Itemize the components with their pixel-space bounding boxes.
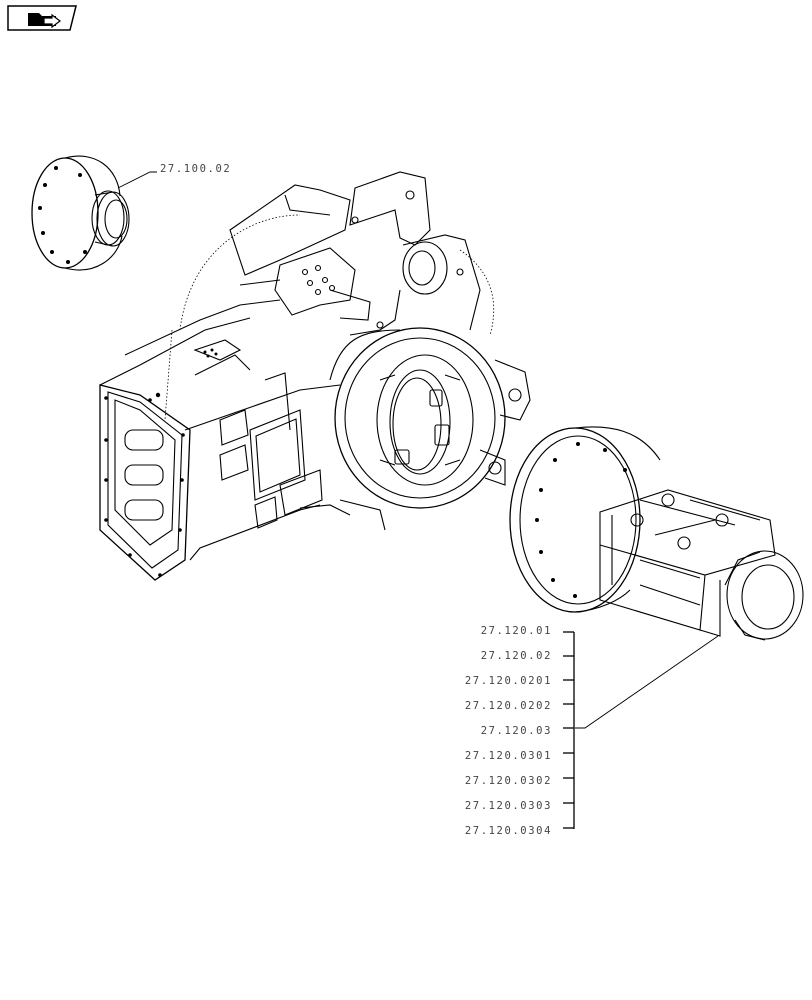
callout-27-100-02[interactable]: 27.100.02 — [160, 163, 232, 175]
callout-item[interactable]: 27.120.03 — [480, 725, 552, 737]
callout-item[interactable]: 27.120.0302 — [464, 775, 552, 787]
callout-item[interactable]: 27.120.0303 — [464, 800, 552, 812]
callout-item[interactable]: 27.120.0202 — [464, 700, 552, 712]
main-housing[interactable] — [99, 171, 531, 581]
callout-item[interactable]: 27.120.02 — [480, 650, 552, 662]
callout-item[interactable]: 27.120.01 — [480, 625, 552, 637]
callout-list: 27.120.01 27.120.02 27.120.0201 27.120.0… — [432, 619, 552, 844]
flange-part[interactable] — [31, 155, 157, 271]
callout-item[interactable]: 27.120.0201 — [464, 675, 552, 687]
callout-bracket — [563, 631, 575, 829]
bearing-housing-part[interactable] — [509, 426, 804, 729]
callout-item[interactable]: 27.120.0304 — [464, 825, 552, 837]
folder-arrow-icon[interactable] — [6, 4, 78, 32]
callout-item[interactable]: 27.120.0301 — [464, 750, 552, 762]
